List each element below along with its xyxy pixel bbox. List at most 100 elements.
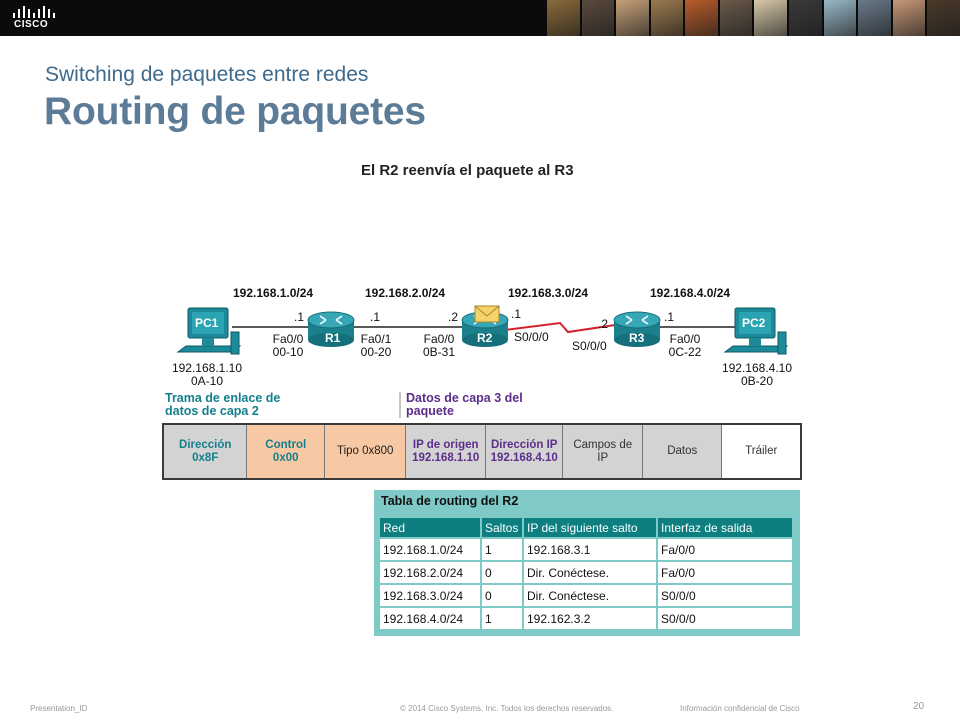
col-red: Red [380, 518, 480, 537]
routing-table: Red Saltos IP del siguiente salto Interf… [378, 516, 794, 631]
cisco-logo: CISCO [10, 5, 58, 31]
header-photo [890, 0, 926, 36]
routing-table-title: Tabla de routing del R2 [381, 494, 519, 508]
col-next-hop: IP del siguiente salto [524, 518, 656, 537]
network-label-2: 192.168.2.0/24 [365, 286, 446, 300]
r1-right-address: .1 [370, 310, 381, 324]
header-photo [717, 0, 753, 36]
r2-label: R2 [477, 331, 493, 345]
routing-table-cell: 0 [482, 585, 522, 606]
network-label-1: 192.168.1.0/24 [233, 286, 314, 300]
frame-cell-text: IP [597, 451, 609, 464]
envelope-packet-icon [474, 305, 500, 323]
r3-right-address: .1 [664, 310, 675, 324]
frame-cell-text: 0x8F [192, 451, 219, 464]
footer-presentation-id: Presentation_ID [30, 704, 88, 713]
r1-label: R1 [325, 331, 341, 345]
routing-table-cell: 192.168.3.1 [524, 539, 656, 560]
router-r3-icon [613, 311, 661, 347]
frame-cell-text: 0x00 [272, 451, 299, 464]
routing-table-cell: 192.168.4.0/24 [380, 608, 480, 629]
r2-s000-label: S0/0/0 [514, 330, 549, 344]
header-photo [648, 0, 684, 36]
serial-link-r2-r3 [504, 321, 616, 334]
router-r1-icon [307, 311, 355, 347]
network-label-3: 192.168.3.0/24 [508, 286, 589, 300]
frame-cell-text: Datos [667, 445, 698, 457]
header-photo [545, 0, 580, 36]
pc2-icon [723, 307, 789, 355]
header-photo [752, 0, 788, 36]
r2-left-address: .2 [448, 310, 459, 324]
header-photo [925, 0, 960, 36]
routing-table-cell: Dir. Conéctese. [524, 562, 656, 583]
header-photo [821, 0, 857, 36]
routing-table-cell: Fa/0/0 [658, 562, 792, 583]
frame-cell-text: Tráiler [745, 445, 778, 457]
r1-left-address: .1 [294, 310, 305, 324]
routing-table-cell: 192.168.1.0/24 [380, 539, 480, 560]
routing-table-cell: 192.168.3.0/24 [380, 585, 480, 606]
r2-right-address: .1 [511, 307, 522, 321]
header-photo-strip [545, 0, 960, 36]
cisco-bars-icon [13, 6, 55, 18]
routing-table-cell: 0 [482, 562, 522, 583]
col-exit-interface: Interfaz de salida [658, 518, 792, 537]
frame-cell-text: 192.168.1.10 [412, 451, 480, 464]
pc1-icon [176, 307, 242, 355]
routing-table-header-row: Red Saltos IP del siguiente salto Interf… [380, 518, 792, 537]
frame-cell-text: Tipo 0x800 [336, 445, 394, 457]
r3-s000-label: S0/0/0 [572, 339, 607, 353]
header-photo [856, 0, 891, 36]
routing-table-cell: S0/0/0 [658, 585, 792, 606]
header-photo [787, 0, 822, 36]
routing-table-cell: S0/0/0 [658, 608, 792, 629]
pc1-label: PC1 [195, 316, 219, 330]
header-bar: CISCO [0, 0, 960, 36]
header-photo [579, 0, 615, 36]
frame-cell: Tipo 0x800 [324, 425, 407, 478]
frame-cell-text: Campos de [573, 438, 633, 451]
header-photo [614, 0, 649, 36]
diagram-title: El R2 reenvía el paquete al R3 [361, 162, 574, 179]
logo-text: CISCO [14, 19, 49, 30]
network-label-4: 192.168.4.0/24 [650, 286, 731, 300]
page-number: 20 [913, 701, 925, 712]
footer-confidential: Información confidencial de Cisco [680, 704, 800, 713]
routing-table-cell: Fa/0/0 [658, 539, 792, 560]
frame-cell: Datos [642, 425, 723, 478]
routing-table-cell: 1 [482, 608, 522, 629]
frame-cell-text: Dirección IP [490, 438, 558, 451]
routing-table-panel: Tabla de routing del R2 Red Saltos IP de… [374, 490, 800, 636]
routing-table-cell: 192.168.2.0/24 [380, 562, 480, 583]
frame-cell-text: Control [265, 438, 307, 451]
slide-subtitle: Switching de paquetes entre redes [45, 63, 369, 86]
col-saltos: Saltos [482, 518, 522, 537]
r3-label: R3 [629, 331, 645, 345]
slide-title: Routing de paquetes [44, 90, 426, 133]
frame-cell: Tráiler [722, 425, 800, 478]
footer-copyright: © 2014 Cisco Systems, Inc. Todos los der… [400, 704, 614, 713]
pc2-label: PC2 [742, 316, 766, 330]
frame-cell-text: 192.168.4.10 [490, 451, 558, 464]
routing-table-cell: 1 [482, 539, 522, 560]
frame-cell-text: IP de origen [412, 438, 479, 451]
header-photo [683, 0, 718, 36]
